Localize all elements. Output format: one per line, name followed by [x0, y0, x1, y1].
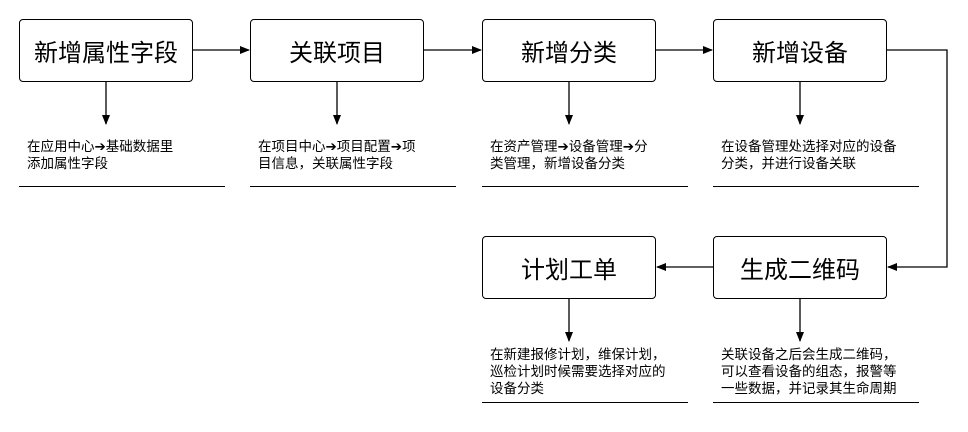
note-line: 巡检计划时候需要选择对应的: [490, 364, 666, 380]
step-title: 生成二维码: [740, 256, 860, 284]
note-line: 设备分类: [490, 381, 544, 397]
step-box-add-device[interactable]: 新增设备: [713, 19, 887, 82]
step-box-link-project[interactable]: 关联项目: [250, 19, 424, 82]
note-line: 在资产管理➔设备管理➔分: [490, 139, 648, 155]
arrow-s4-to-s5: [887, 49, 948, 271]
step-note-generate-qr-code: 关联设备之后会生成二维码， 可以查看设备的组态，报警等 一些数据，并记录其生命周…: [713, 347, 919, 403]
note-line: 一些数据，并记录其生命周期: [721, 381, 897, 397]
note-line: 在项目中心➔项目配置➔项: [258, 139, 416, 155]
step-title: 计划工单: [521, 256, 617, 284]
step-box-add-category[interactable]: 新增分类: [482, 19, 656, 82]
note-line: 类管理，新增设备分类: [490, 156, 625, 172]
step-note-add-attribute-field: 在应用中心➔基础数据里 添加属性字段: [19, 139, 225, 187]
note-line: 分类，并进行设备关联: [721, 156, 856, 172]
note-line: 在设备管理处选择对应的设备: [721, 139, 897, 155]
note-line: 添加属性字段: [27, 156, 108, 172]
step-title: 新增设备: [752, 39, 848, 67]
step-note-plan-work-order: 在新建报修计划，维保计划， 巡检计划时候需要选择对应的 设备分类: [482, 347, 688, 403]
step-note-add-device: 在设备管理处选择对应的设备 分类，并进行设备关联: [713, 139, 919, 187]
step-note-add-category: 在资产管理➔设备管理➔分 类管理，新增设备分类: [482, 139, 688, 187]
note-line: 目信息，关联属性字段: [258, 156, 393, 172]
step-box-add-attribute-field[interactable]: 新增属性字段: [19, 19, 193, 82]
step-box-generate-qr-code[interactable]: 生成二维码: [713, 236, 887, 299]
step-box-plan-work-order[interactable]: 计划工单: [482, 236, 656, 299]
step-title: 新增分类: [521, 39, 617, 67]
note-line: 关联设备之后会生成二维码，: [721, 347, 897, 363]
note-line: 在新建报修计划，维保计划，: [490, 347, 666, 363]
step-note-link-project: 在项目中心➔项目配置➔项 目信息，关联属性字段: [250, 139, 456, 187]
note-line: 在应用中心➔基础数据里: [27, 139, 174, 155]
note-line: 可以查看设备的组态，报警等: [721, 364, 897, 380]
step-title: 新增属性字段: [34, 39, 178, 67]
step-title: 关联项目: [289, 39, 385, 67]
